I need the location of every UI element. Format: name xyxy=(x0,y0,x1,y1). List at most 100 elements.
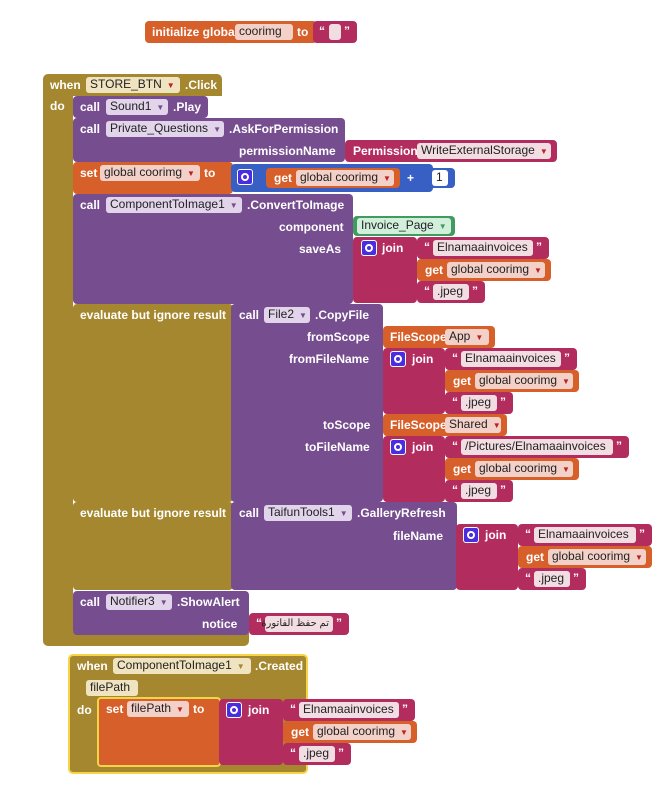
text-field[interactable]: Elnamaainvoices xyxy=(534,527,636,543)
empty-text-field[interactable] xyxy=(329,24,341,40)
gallery-refresh-block[interactable]: call TaifunTools1▼ .GalleryRefresh fileN… xyxy=(231,502,457,590)
text-field[interactable]: .jpeg xyxy=(461,395,497,411)
gear-icon[interactable] xyxy=(226,702,242,718)
global-name-field[interactable]: coorimg xyxy=(235,24,293,40)
set-variable-dropdown[interactable]: filePath ▼ xyxy=(127,701,189,717)
get-variable-dropdown[interactable]: global coorimg▼ xyxy=(313,724,411,740)
text-field[interactable]: Elnamaainvoices xyxy=(461,351,561,367)
ask-permission-block[interactable]: call Private_Questions▼ .AskForPermissio… xyxy=(73,118,345,162)
quote-close: ” xyxy=(338,746,344,760)
chevron-down-icon: ▼ xyxy=(492,421,501,430)
filescope-shared-block[interactable]: FileScope Shared▼ xyxy=(383,414,507,436)
notifier-component-dropdown[interactable]: Notifier3▼ xyxy=(106,594,172,610)
text-block[interactable]: “ /Pictures/Elnamaainvoices ” xyxy=(445,436,629,458)
initialize-global-block[interactable]: initialize global coorimg to xyxy=(145,21,317,43)
empty-text-block[interactable]: “ ” xyxy=(313,21,357,43)
store-click-event-block[interactable]: when STORE_BTN▼ .Click xyxy=(43,74,222,96)
join-block[interactable]: join xyxy=(219,699,283,765)
permission-block[interactable]: Permission WriteExternalStorage▼ xyxy=(345,140,557,162)
taifun-component-dropdown[interactable]: TaifunTools1▼ xyxy=(264,505,352,521)
set-variable-dropdown[interactable]: global coorimg▼ xyxy=(100,165,200,181)
method-label: .GalleryRefresh xyxy=(357,506,446,520)
text-field[interactable]: .jpeg xyxy=(433,284,469,300)
text-field[interactable]: .jpeg xyxy=(534,571,570,587)
text-field[interactable]: .jpeg xyxy=(299,746,335,762)
permission-value-dropdown[interactable]: WriteExternalStorage▼ xyxy=(417,143,551,159)
chevron-down-icon: ▼ xyxy=(383,174,391,183)
filescope-app-block[interactable]: FileScope App▼ xyxy=(383,326,495,348)
created-component-dropdown[interactable]: ComponentToImage1▼ xyxy=(113,658,251,674)
text-block[interactable]: “ .jpeg ” xyxy=(445,392,513,414)
gear-icon[interactable] xyxy=(237,169,253,185)
chevron-down-icon: ▼ xyxy=(236,662,245,671)
quote-close: ” xyxy=(344,24,350,38)
gear-icon[interactable] xyxy=(361,240,377,256)
text-block[interactable]: “ Elnamaainvoices ” xyxy=(518,524,652,546)
file-component-value: File2 xyxy=(268,307,295,321)
invoice-page-block[interactable]: Invoice_Page▼ xyxy=(353,216,455,236)
permission-name-param: permissionName xyxy=(239,144,336,158)
text-field[interactable]: تم حفظ الفاتورة xyxy=(261,616,333,632)
to-scope-dropdown[interactable]: Shared▼ xyxy=(445,417,501,433)
text-block[interactable]: “ Elnamaainvoices ” xyxy=(445,348,577,370)
text-block[interactable]: “ .jpeg ” xyxy=(518,568,586,590)
text-field[interactable]: Elnamaainvoices xyxy=(299,702,399,718)
sound-component-dropdown[interactable]: Sound1▼ xyxy=(106,99,168,115)
get-global-block[interactable]: get global coorimg▼ xyxy=(445,370,579,392)
event-component-dropdown[interactable]: STORE_BTN▼ xyxy=(86,77,180,93)
show-alert-block[interactable]: call Notifier3▼ .ShowAlert notice xyxy=(73,591,249,635)
get-variable-dropdown[interactable]: global coorimg▼ xyxy=(447,262,545,278)
text-field[interactable]: /Pictures/Elnamaainvoices xyxy=(461,439,613,455)
filepath-parameter[interactable]: filePath xyxy=(86,680,138,696)
get-global-block[interactable]: get global coorimg▼ xyxy=(518,546,652,568)
join-block[interactable]: join xyxy=(456,524,518,590)
sound-play-block[interactable]: call Sound1▼ .Play xyxy=(73,96,208,118)
copy-file-block[interactable]: call File2▼ .CopyFile fromScope fromFile… xyxy=(231,304,383,502)
set-variable-value: global coorimg xyxy=(104,165,183,179)
get-global-block[interactable]: get global coorimg▼ xyxy=(283,721,417,743)
file-component-dropdown[interactable]: File2▼ xyxy=(264,307,310,323)
convert-component-dropdown[interactable]: ComponentToImage1▼ xyxy=(106,197,242,213)
get-global-block[interactable]: get global coorimg▼ xyxy=(417,259,551,281)
evaluate-ignore-block[interactable]: evaluate but ignore result xyxy=(73,502,233,590)
quote-close: ” xyxy=(336,616,342,630)
method-label: .AskForPermission xyxy=(229,122,339,136)
permission-component-dropdown[interactable]: Private_Questions▼ xyxy=(106,121,224,137)
set-variable-value: filePath xyxy=(131,701,172,715)
text-block[interactable]: “ .jpeg ” xyxy=(445,480,513,502)
gear-icon[interactable] xyxy=(390,439,406,455)
do-label: do xyxy=(77,703,92,717)
chevron-down-icon: ▼ xyxy=(339,509,348,518)
get-variable-dropdown[interactable]: global coorimg▼ xyxy=(475,373,573,389)
store-click-body-bottom xyxy=(43,632,249,646)
get-variable-value: global coorimg xyxy=(451,262,530,276)
text-block[interactable]: “ Elnamaainvoices ” xyxy=(283,699,415,721)
text-block[interactable]: “ .jpeg ” xyxy=(283,743,351,765)
convert-to-image-block[interactable]: call ComponentToImage1▼ .ConvertToImage … xyxy=(73,194,353,304)
number-block[interactable]: 1 xyxy=(425,168,455,188)
text-field[interactable]: .jpeg xyxy=(461,483,497,499)
from-scope-dropdown[interactable]: App▼ xyxy=(445,329,489,345)
gear-icon[interactable] xyxy=(463,527,479,543)
number-field[interactable]: 1 xyxy=(432,170,448,186)
get-global-block[interactable]: get global coorimg▼ xyxy=(445,458,579,480)
to-label: to xyxy=(204,166,216,180)
join-block[interactable]: join xyxy=(383,436,445,502)
chevron-down-icon: ▼ xyxy=(176,705,184,714)
set-global-block[interactable]: set global coorimg▼ to xyxy=(73,162,233,194)
get-global-block[interactable]: get global coorimg▼ xyxy=(266,168,400,188)
gear-icon[interactable] xyxy=(390,351,406,367)
get-variable-dropdown[interactable]: global coorimg▼ xyxy=(475,461,573,477)
get-variable-dropdown[interactable]: global coorimg▼ xyxy=(548,549,646,565)
text-field[interactable]: Elnamaainvoices xyxy=(433,240,533,256)
join-block[interactable]: join xyxy=(353,237,417,303)
set-filepath-block[interactable]: set filePath▼ to xyxy=(97,697,221,767)
evaluate-ignore-block[interactable]: evaluate but ignore result xyxy=(73,304,233,502)
text-block[interactable]: “ .jpeg ” xyxy=(417,281,485,303)
join-label: join xyxy=(412,440,434,454)
get-variable-dropdown[interactable]: global coorimg▼ xyxy=(296,170,394,186)
invoice-page-dropdown[interactable]: Invoice_Page▼ xyxy=(357,218,451,234)
text-block[interactable]: “ Elnamaainvoices ” xyxy=(417,237,549,259)
text-block[interactable]: “ تم حفظ الفاتورة ” xyxy=(249,613,349,635)
join-block[interactable]: join xyxy=(383,348,445,414)
